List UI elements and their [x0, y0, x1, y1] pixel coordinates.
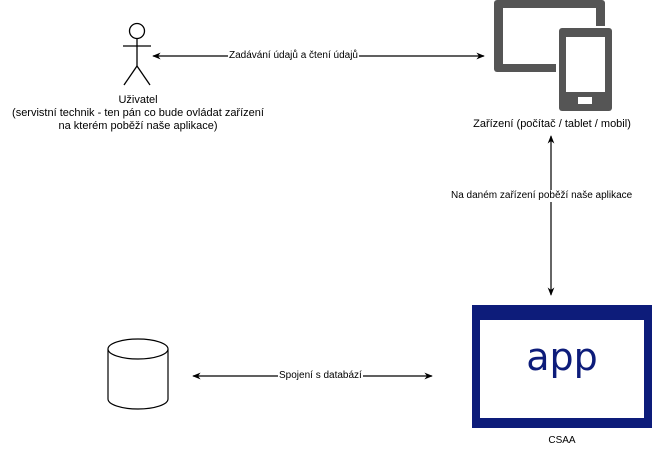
user-description-line1: (servistní technik - ten pán co bude ovl…	[12, 107, 264, 119]
device-label: Zařízení (počítač / tablet / mobil)	[473, 118, 631, 130]
user-actor-icon	[123, 22, 151, 86]
edge-label-user-device: Zadávání údajů a čtení údajů	[228, 50, 359, 62]
edge-label-db-app: Spojení s databází	[278, 370, 363, 382]
user-title: Uživatel	[118, 94, 158, 106]
app-window-icon	[472, 305, 652, 428]
user-description-line2: na kterém poběží naše aplikace)	[58, 120, 218, 132]
device-icon	[494, 0, 612, 111]
app-label: CSAA	[548, 435, 576, 446]
app-icon-text: app	[526, 335, 598, 379]
database-icon	[107, 338, 169, 410]
edge-label-device-app: Na daném zařízení poběží naše aplikace	[450, 190, 634, 202]
